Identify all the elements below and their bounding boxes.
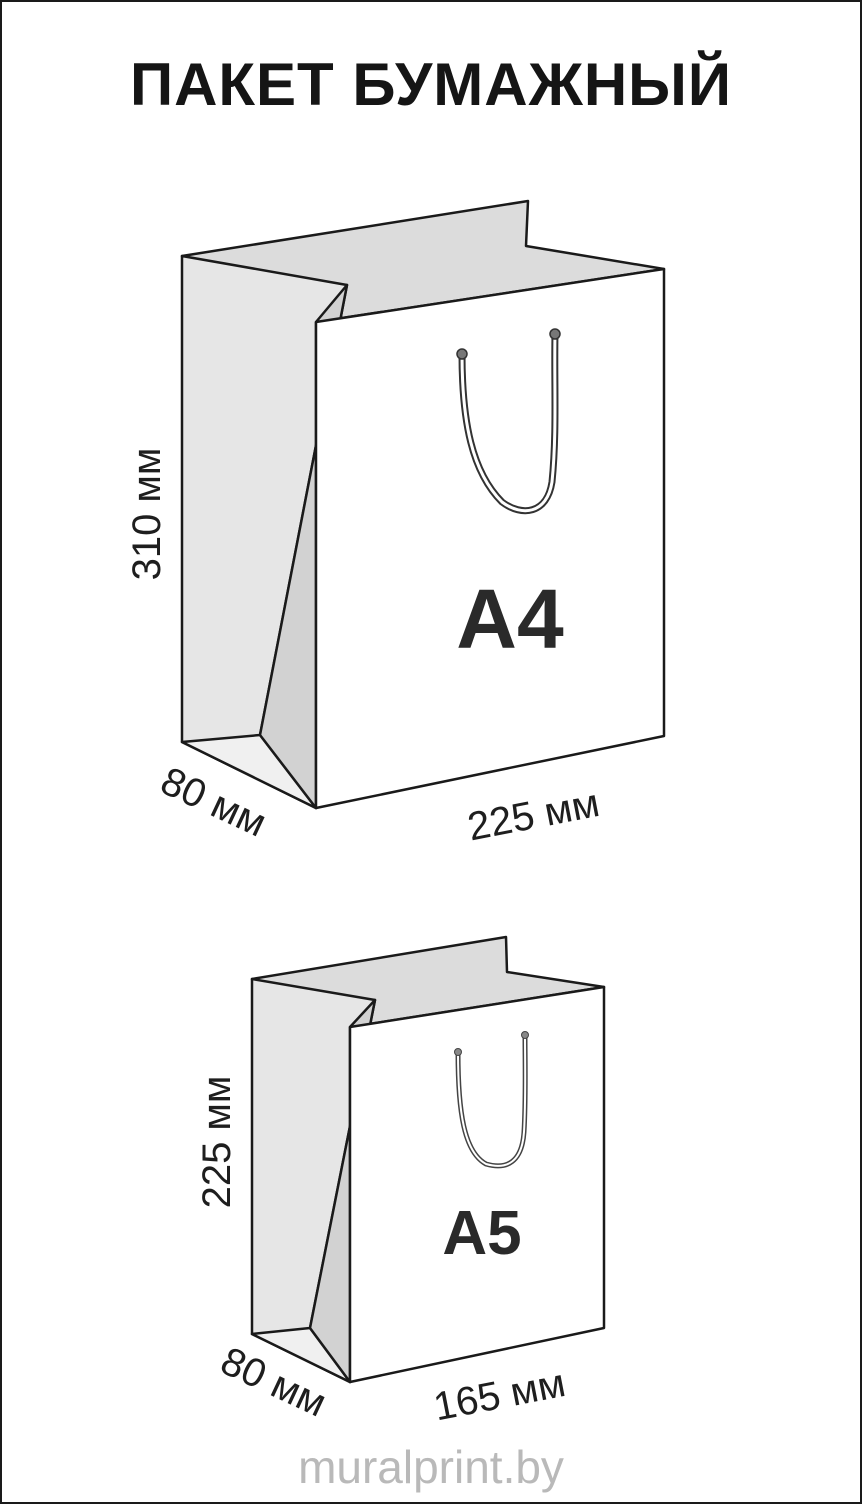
bag-a4-width-label: 225 мм <box>464 781 603 850</box>
bag-a4-label: A4 <box>456 572 564 666</box>
bag-a4-handle <box>456 328 561 515</box>
bag-a5-height-label: 225 мм <box>195 1076 239 1209</box>
bag-a4 <box>180 199 666 810</box>
bag-a5-label: A5 <box>442 1199 521 1268</box>
bag-a5 <box>250 935 606 1384</box>
bag-a4-front <box>314 267 666 810</box>
bag-a5-front <box>348 985 606 1384</box>
page-title: ПАКЕТ БУМАЖНЫЙ <box>129 51 733 118</box>
bag-a4-height-label: 310 мм <box>125 448 169 581</box>
bag-a5-handle <box>454 1031 529 1169</box>
bag-a5-width-label: 165 мм <box>430 1361 569 1430</box>
watermark: muralprint.by <box>298 1441 564 1493</box>
